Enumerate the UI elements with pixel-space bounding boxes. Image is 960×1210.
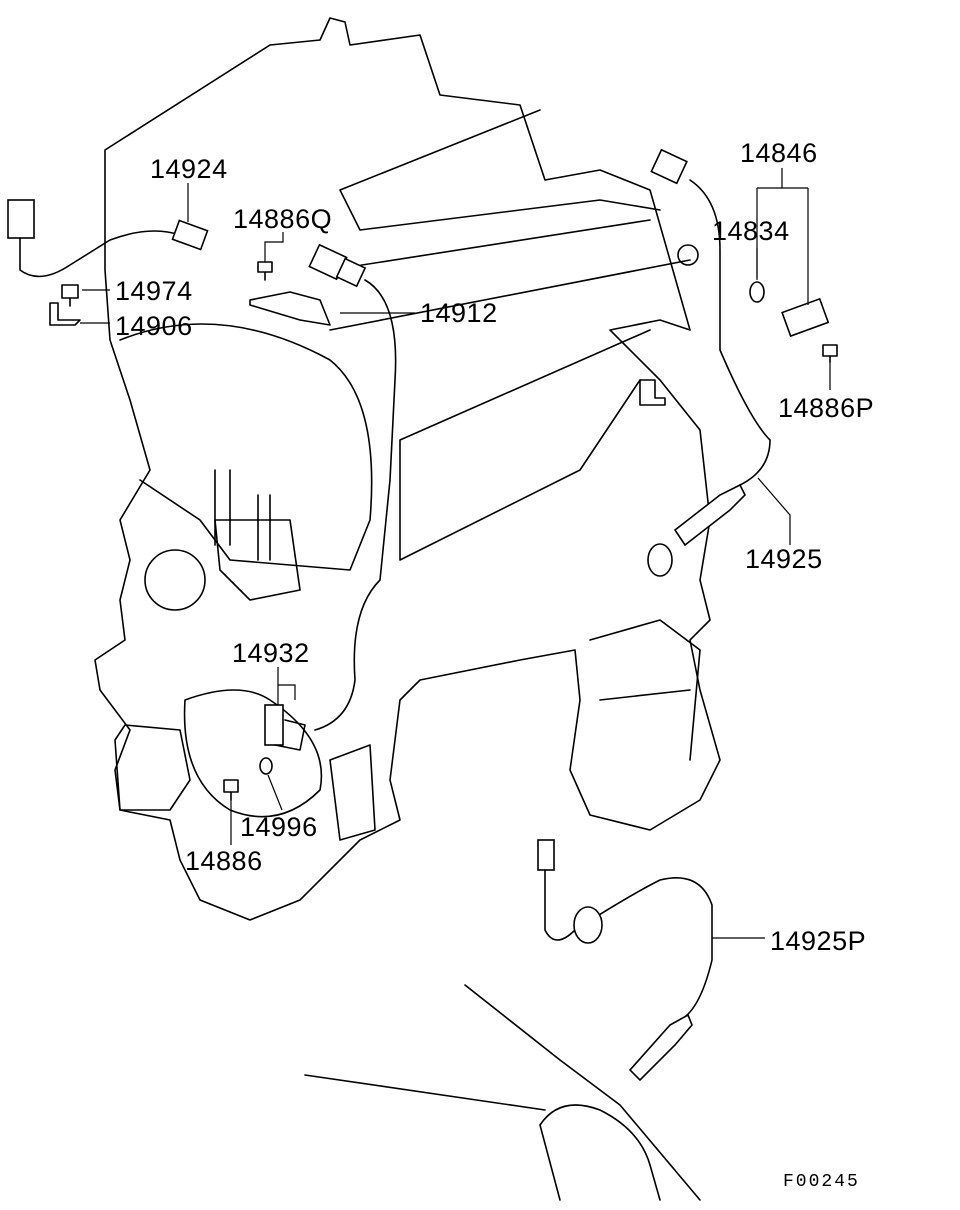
part-label-14906[interactable]: 14906 xyxy=(115,311,193,341)
part-label-14974[interactable]: 14974 xyxy=(115,276,193,306)
exhaust-drawing xyxy=(304,984,701,1201)
part-label-14924[interactable]: 14924 xyxy=(150,154,228,184)
figure-code: F00245 xyxy=(783,1172,860,1192)
part-label-14996[interactable]: 14996 xyxy=(240,812,318,842)
part-label-14846[interactable]: 14846 xyxy=(740,138,818,168)
part-label-14925[interactable]: 14925 xyxy=(745,544,823,574)
part-label-14886[interactable]: 14886 xyxy=(185,846,263,876)
engine-block-drawing xyxy=(94,17,721,921)
part-label-14912[interactable]: 14912 xyxy=(420,298,498,328)
part-label-14834[interactable]: 14834 xyxy=(712,216,790,246)
sensors-drawing xyxy=(7,148,838,1082)
part-label-14886P[interactable]: 14886P xyxy=(778,393,875,423)
part-label-14932[interactable]: 14932 xyxy=(232,638,310,668)
leader-lines xyxy=(80,168,831,939)
part-label-14925P[interactable]: 14925P xyxy=(770,926,867,956)
part-label-14886Q[interactable]: 14886Q xyxy=(233,204,333,234)
